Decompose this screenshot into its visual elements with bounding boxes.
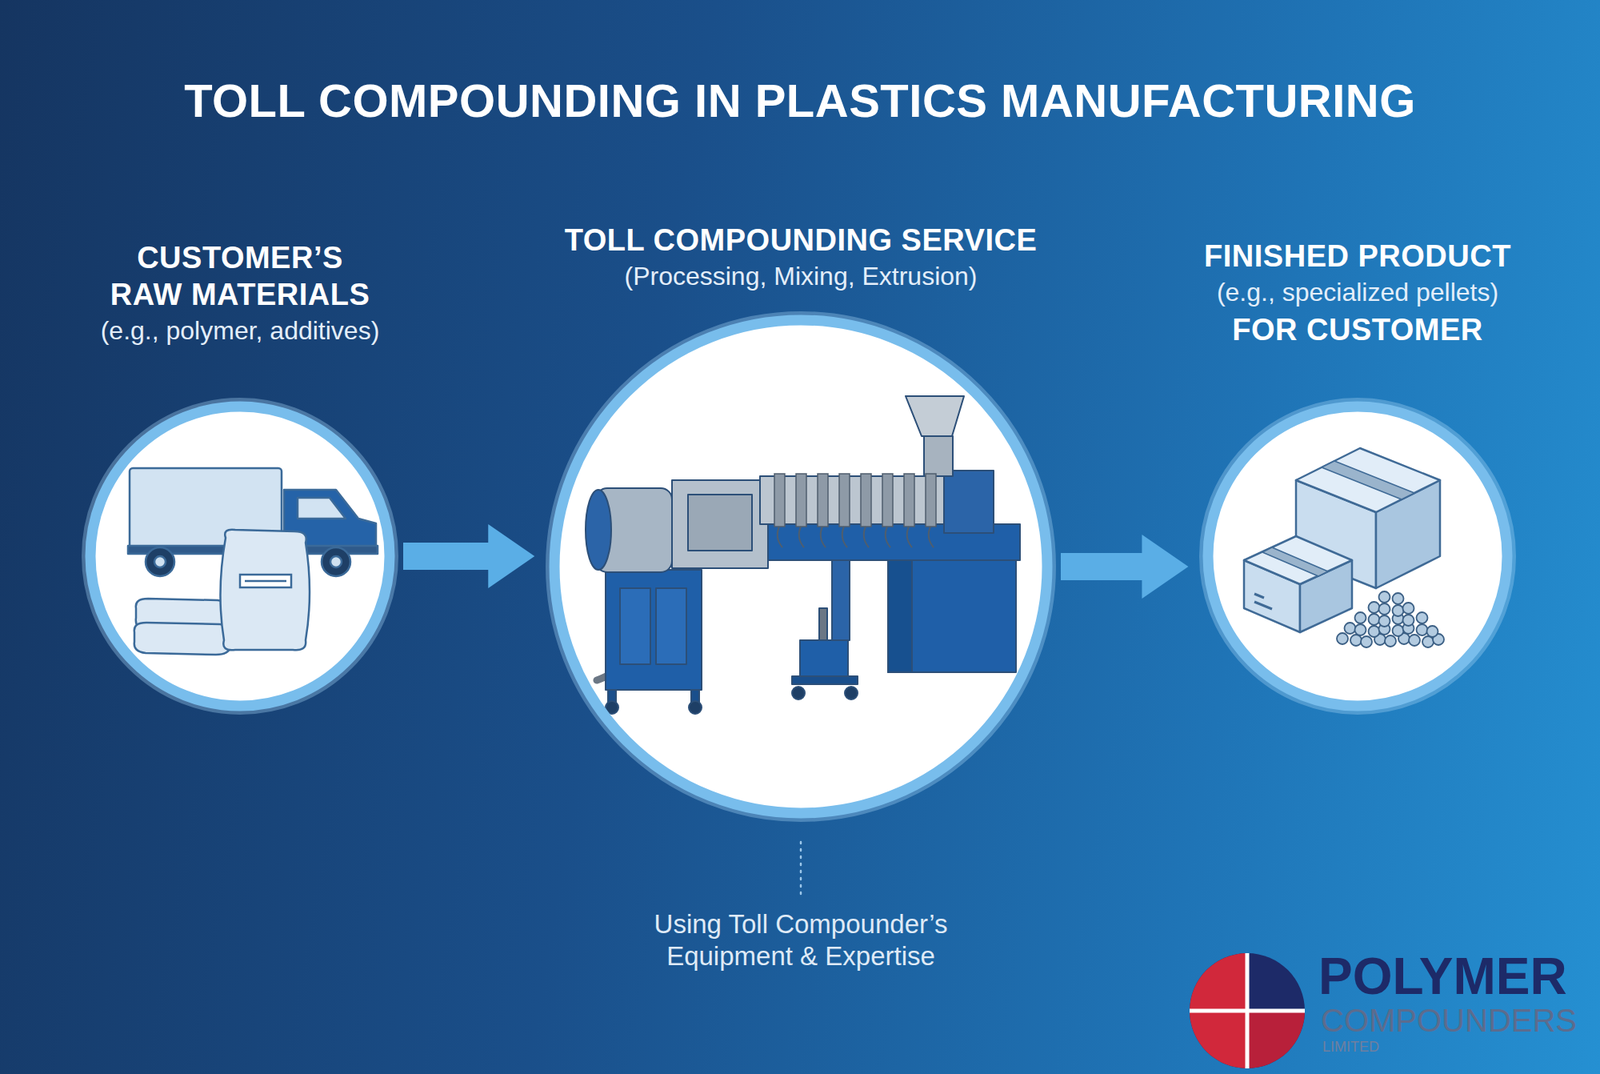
node-title: FINISHED PRODUCT — [1133, 237, 1582, 275]
wire — [799, 526, 804, 548]
pellet — [1379, 615, 1391, 627]
wire — [777, 526, 783, 548]
process-circle: TOLL COMPOUNDING SERVICE(Processing, Mix… — [545, 311, 1056, 822]
pellet — [1416, 612, 1428, 624]
pellet — [1368, 613, 1380, 625]
pellet — [1368, 625, 1380, 637]
extruder-icon — [585, 396, 1020, 714]
sack-icon — [134, 529, 310, 655]
process-circle: FINISHED PRODUCT(e.g., specialized pelle… — [1199, 397, 1516, 715]
wire — [907, 526, 912, 548]
wire — [928, 526, 934, 548]
pellet — [1350, 634, 1362, 646]
heater-band — [817, 473, 828, 527]
title: TOLL COMPOUNDING IN PLASTICS MANUFACTURI… — [0, 73, 1600, 128]
circle-ring — [90, 406, 390, 706]
pellet — [1355, 624, 1367, 636]
pellet — [1392, 604, 1404, 616]
node-subtitle: (e.g., specialized pellets) — [1133, 276, 1582, 310]
node-title: FOR CUSTOMER — [1133, 311, 1582, 348]
heater-bands — [774, 473, 936, 548]
pellet — [1422, 636, 1434, 648]
pellet — [1368, 601, 1380, 613]
node-title: TOLL COMPOUNDING SERVICE — [440, 221, 1161, 259]
wire — [820, 526, 826, 548]
heater-band — [796, 473, 807, 527]
pellet — [1355, 612, 1367, 624]
pellet — [1344, 622, 1356, 634]
pellet — [1392, 624, 1404, 636]
flow-arrow — [403, 524, 535, 588]
process-circle: CUSTOMER’S RAW MATERIALS(e.g., polymer, … — [81, 397, 399, 715]
pellet — [1336, 632, 1348, 644]
node-heading: CUSTOMER’S RAW MATERIALS(e.g., polymer, … — [16, 239, 464, 350]
leader-line — [800, 841, 803, 896]
heater-band — [925, 473, 936, 527]
box-icon — [1244, 448, 1440, 632]
circle-glow — [1201, 400, 1514, 712]
pellet — [1360, 636, 1372, 648]
node-heading: TOLL COMPOUNDING SERVICE(Processing, Mix… — [440, 221, 1161, 296]
circle-outline — [545, 311, 1056, 822]
pellet — [1408, 634, 1420, 646]
pellet — [1416, 624, 1428, 636]
circle-ring — [1208, 406, 1508, 706]
node-heading: FINISHED PRODUCT(e.g., specialized pelle… — [1133, 237, 1582, 348]
logo-mark — [1189, 952, 1305, 1068]
wire — [864, 526, 869, 548]
pellet — [1403, 614, 1415, 626]
pellet — [1384, 635, 1396, 647]
circle-outline — [81, 397, 399, 715]
disc — [1205, 404, 1510, 708]
pellets-icon — [1336, 591, 1444, 648]
logo-name: POLYMER — [1318, 945, 1591, 1008]
heater-band — [882, 473, 893, 527]
disc — [552, 317, 1050, 816]
wire — [842, 526, 848, 548]
heater-band — [839, 473, 850, 527]
circle-glow — [84, 400, 396, 712]
note-text: Using Toll Compounder’s Equipment & Expe… — [616, 908, 985, 972]
node-subtitle: (Processing, Mixing, Extrusion) — [440, 260, 1161, 294]
node-subtitle: (e.g., polymer, additives) — [16, 314, 464, 348]
logo-name: LIMITED — [1322, 1038, 1483, 1056]
circle-outline — [1199, 397, 1516, 715]
circle-ring — [554, 320, 1048, 813]
wire — [885, 526, 891, 548]
pellet — [1427, 625, 1439, 637]
pellet — [1379, 591, 1391, 603]
heater-band — [904, 473, 915, 527]
pellet — [1379, 603, 1391, 615]
pellet — [1392, 592, 1404, 604]
circle-glow — [548, 313, 1054, 820]
disc — [88, 404, 392, 708]
heater-band — [860, 473, 872, 527]
heater-band — [774, 473, 785, 527]
logo-name: COMPOUNDERS — [1320, 1000, 1593, 1040]
flow-arrow — [1060, 534, 1188, 599]
node-title: CUSTOMER’S RAW MATERIALS — [80, 239, 400, 314]
pellet — [1403, 602, 1415, 614]
